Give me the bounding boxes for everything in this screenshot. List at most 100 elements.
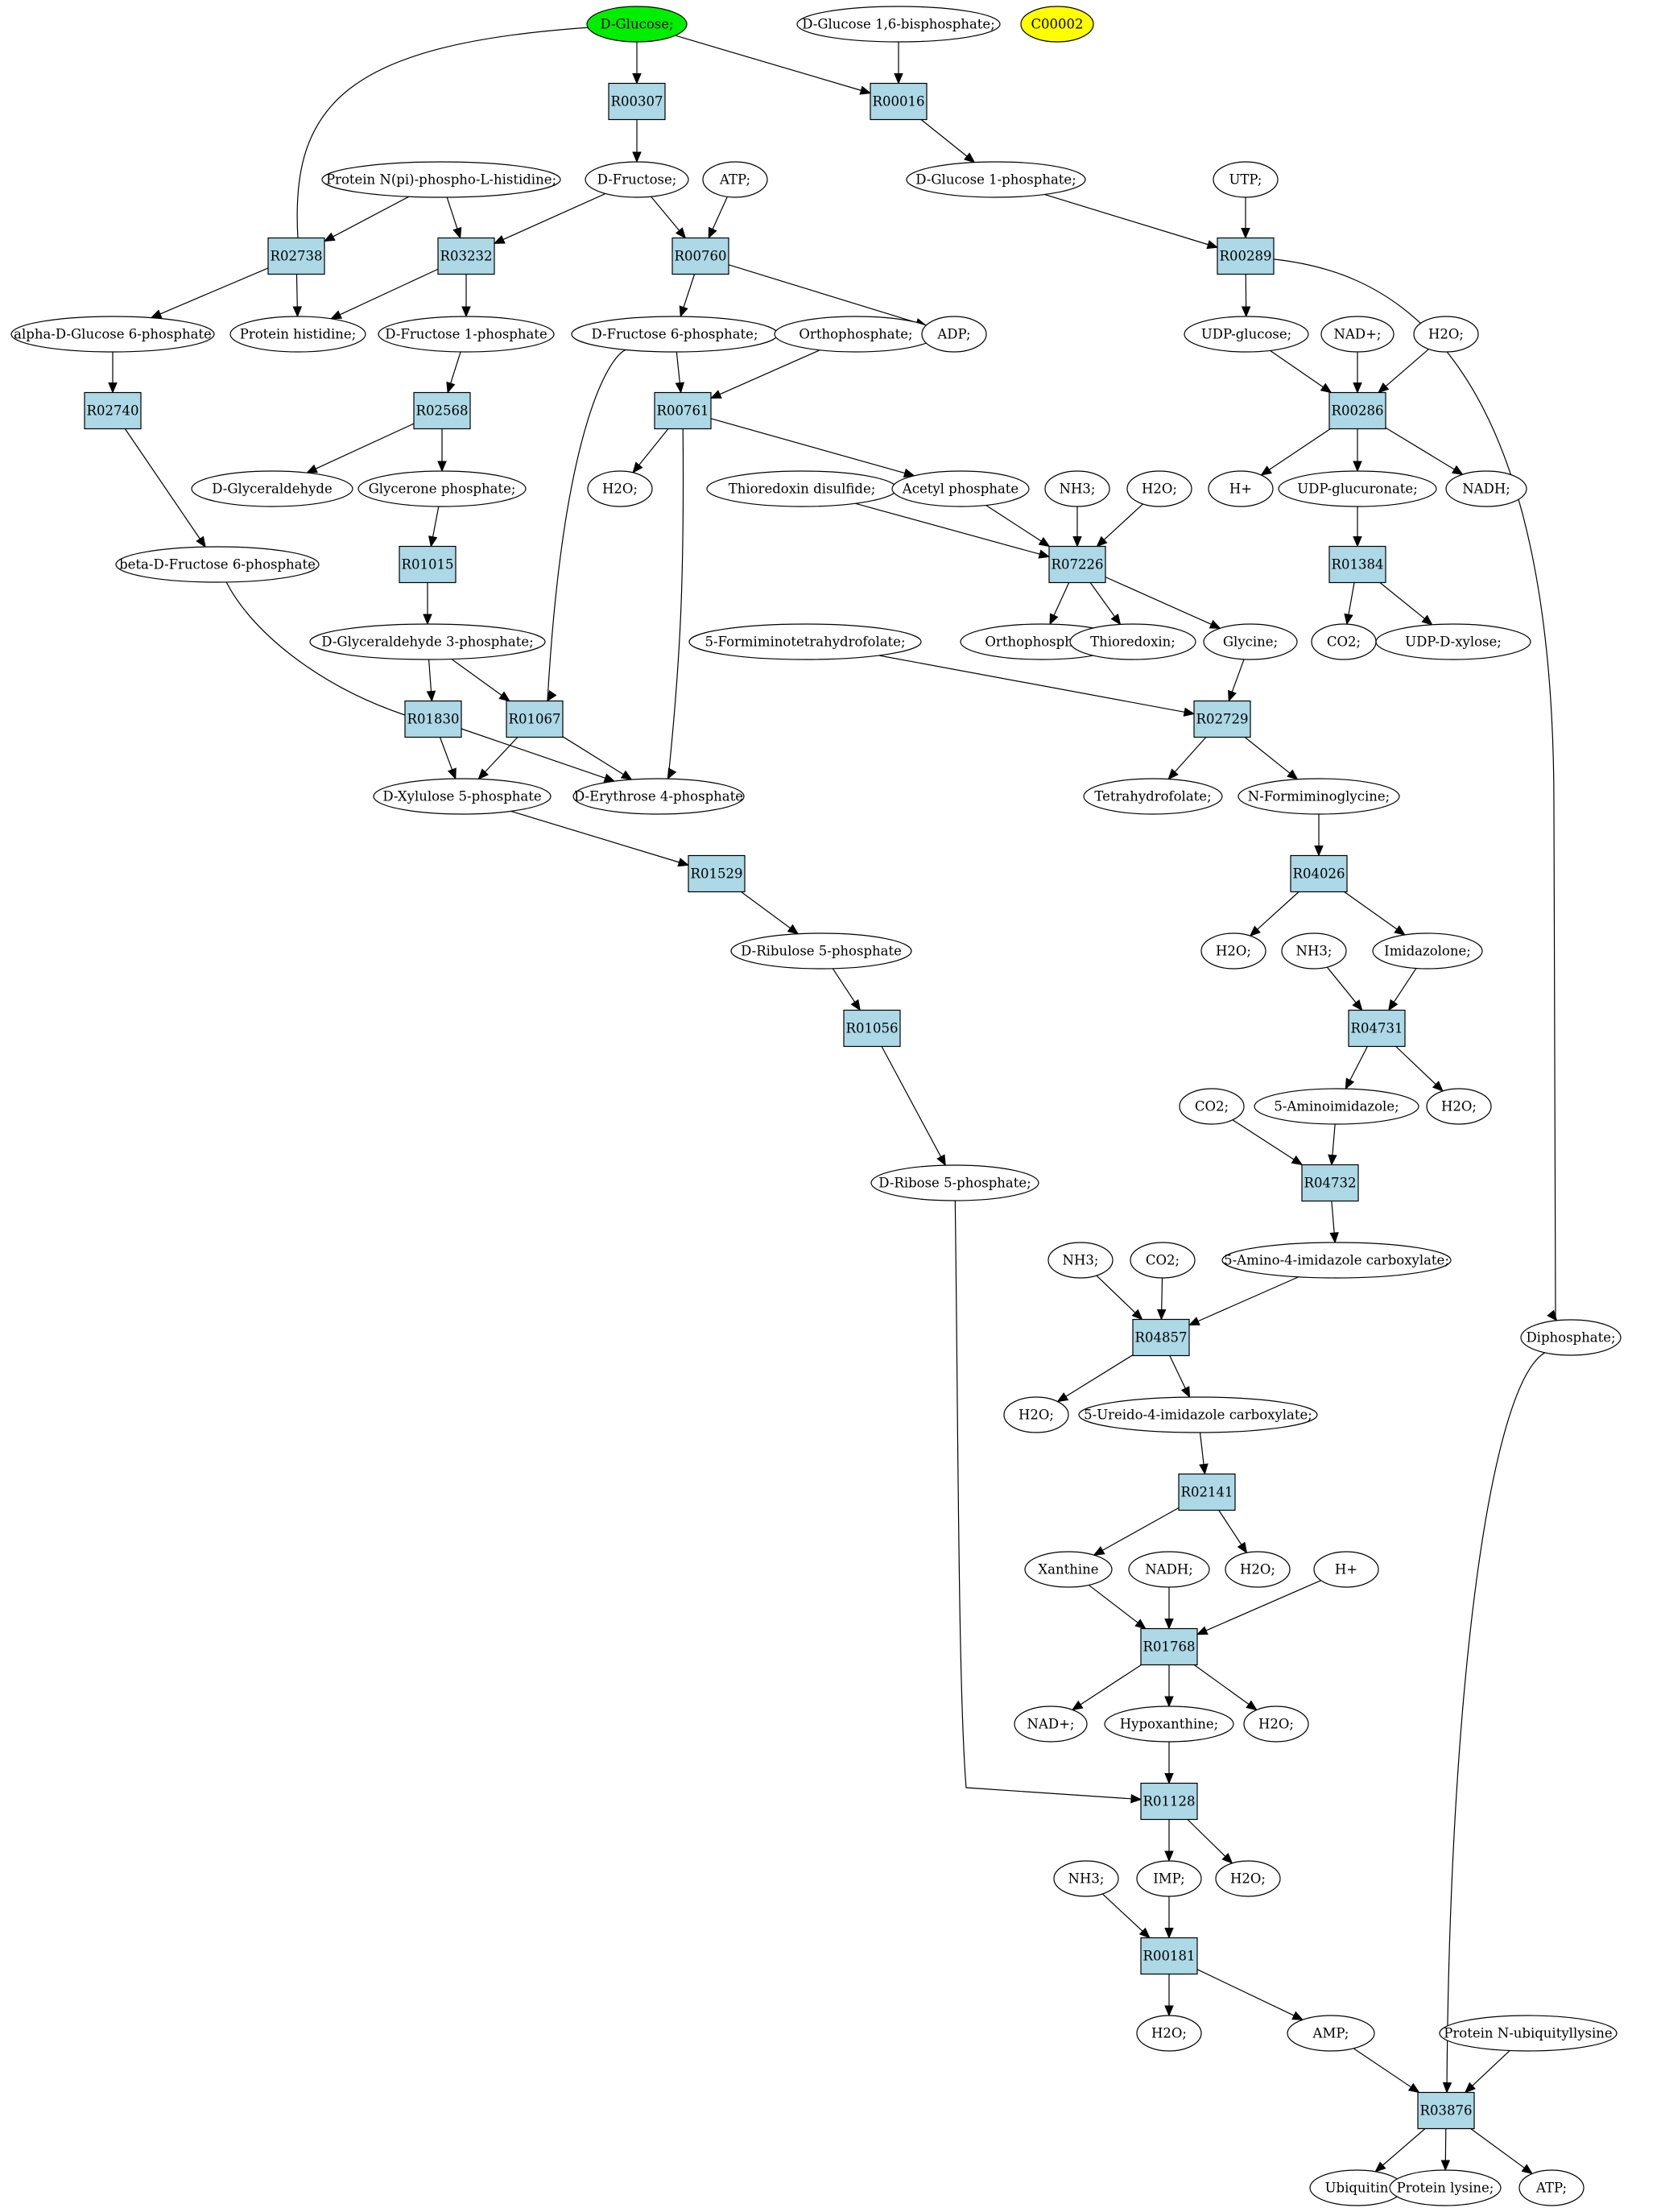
compound-node-co2b[interactable]: CO2; [1179,1088,1245,1125]
reaction-node-r00016[interactable]: R00016 [870,82,928,121]
reaction-node-r04731[interactable]: R04731 [1348,1009,1406,1048]
compound-node-atp2[interactable]: ATP; [1518,2169,1585,2206]
edge-line [428,659,432,692]
compound-node-ubq[interactable]: Ubiquitin [1309,2169,1404,2206]
reaction-node-r02568[interactable]: R02568 [413,391,471,430]
compound-node-uicx[interactable]: 5-Ureido-4-imidazole carboxylate; [1078,1396,1318,1433]
compound-node-glyald[interactable]: D-Glyceraldehyde [191,470,353,507]
compound-node-prothis[interactable]: Protein histidine; [229,316,366,353]
reaction-node-r04732[interactable]: R04732 [1301,1164,1359,1202]
arrowhead-icon [1521,2164,1534,2175]
compound-node-dhap[interactable]: Glycerone phosphate; [357,470,527,507]
compound-node-aiz[interactable]: 5-Aminoimidazole; [1254,1088,1419,1125]
compound-node-h2o3[interactable]: H2O; [1126,470,1192,507]
compound-node-nh3c[interactable]: NH3; [1047,1242,1114,1279]
compound-node-udpxyl[interactable]: UDP-D-xylose; [1375,623,1531,660]
compound-node-c00002[interactable]: C00002 [1020,6,1094,43]
reaction-node-r01830[interactable]: R01830 [404,700,462,738]
compound-node-nh3a[interactable]: NH3; [1044,470,1110,507]
compound-node-gly[interactable]: Glycine; [1203,623,1298,660]
reaction-node-r00289[interactable]: R00289 [1217,237,1275,275]
reaction-node-r04857[interactable]: R04857 [1132,1318,1190,1357]
reaction-node-r01384[interactable]: R01384 [1328,545,1386,584]
compound-node-h2o2[interactable]: H2O; [587,470,653,507]
reaction-node-r01067[interactable]: R01067 [506,700,564,738]
reaction-node-r01529[interactable]: R01529 [688,854,746,893]
compound-node-atp1[interactable]: ATP; [702,161,768,198]
reaction-node-r00761[interactable]: R00761 [654,391,712,430]
compound-node-ag6p[interactable]: alpha-D-Glucose 6-phosphate [10,316,215,353]
reaction-label: R01830 [407,712,460,727]
compound-node-co2a[interactable]: CO2; [1311,623,1377,660]
reaction-node-r02141[interactable]: R02141 [1178,1473,1236,1511]
compound-node-f6p[interactable]: D-Fructose 6-phosphate; [571,316,779,353]
compound-node-h2o8[interactable]: H2O; [1243,1706,1309,1743]
reaction-node-r02738[interactable]: R02738 [267,237,325,275]
reaction-node-r02740[interactable]: R02740 [84,391,142,430]
compound-node-r5p[interactable]: D-Ribose 5-phosphate; [870,1164,1039,1201]
reaction-node-r00181[interactable]: R00181 [1140,1937,1198,1975]
compound-node-glucose[interactable]: D-Glucose; [586,6,688,43]
compound-node-udpglcua[interactable]: UDP-glucuronate; [1278,470,1437,507]
compound-node-hyp[interactable]: Hypoxanthine; [1104,1706,1234,1743]
compound-node-publ[interactable]: Protein N-ubiquityllysine [1439,2015,1618,2052]
compound-node-h2o7[interactable]: H2O; [1225,1551,1291,1588]
compound-node-phis[interactable]: Protein N(pi)-phospho-L-histidine; [321,161,561,198]
reaction-node-r00307[interactable]: R00307 [608,82,666,121]
compound-node-plys[interactable]: Protein lysine; [1389,2169,1502,2206]
compound-node-thf[interactable]: Tetrahydrofolate; [1083,778,1223,815]
compound-node-fthf[interactable]: 5-Formiminotetrahydrofolate; [688,623,922,660]
compound-node-hplus1[interactable]: H+ [1208,470,1274,507]
reaction-node-r01056[interactable]: R01056 [843,1009,901,1048]
reaction-node-r03876[interactable]: R03876 [1417,2091,1475,2130]
compound-node-e4p[interactable]: D-Erythrose 4-phosphate [572,778,745,815]
compound-node-nh3b[interactable]: NH3; [1281,932,1347,970]
compound-node-h2o6[interactable]: H2O; [1003,1396,1069,1433]
compound-node-bf6p[interactable]: beta-D-Fructose 6-phosphate [115,546,320,583]
compound-node-utp1[interactable]: UTP; [1213,161,1279,198]
compound-node-ru5p[interactable]: D-Ribulose 5-phosphate [730,932,912,970]
reaction-node-r07226[interactable]: R07226 [1048,545,1106,584]
compound-node-nadh2[interactable]: NADH; [1128,1551,1210,1588]
compound-node-fru[interactable]: D-Fructose; [585,161,689,198]
compound-node-figly[interactable]: N-Formiminoglycine; [1237,778,1400,815]
compound-node-g16bp[interactable]: D-Glucose 1,6-bisphosphate; [796,6,1001,43]
compound-node-h2o10[interactable]: H2O; [1136,2015,1202,2052]
compound-node-f1p[interactable]: D-Fructose 1-phosphate [378,316,555,353]
reaction-node-r03232[interactable]: R03232 [437,237,495,275]
reaction-node-r02729[interactable]: R02729 [1193,700,1251,738]
compound-node-nadh1[interactable]: NADH; [1445,470,1527,507]
compound-node-trx[interactable]: Thioredoxin; [1069,623,1196,660]
arrowhead-icon [1199,1463,1209,1475]
compound-node-adp[interactable]: ADP; [921,316,987,353]
compound-node-ortho1[interactable]: Orthophosphate; [774,316,938,353]
reaction-node-r01015[interactable]: R01015 [399,545,457,584]
compound-node-xan[interactable]: Xanthine [1024,1551,1113,1588]
reaction-node-r00760[interactable]: R00760 [671,237,729,275]
reaction-node-r04026[interactable]: R04026 [1290,854,1348,893]
compound-node-co2c[interactable]: CO2; [1130,1242,1196,1279]
compound-node-trxss[interactable]: Thioredoxin disulfide; [706,470,898,507]
compound-node-imz[interactable]: Imidazolone; [1372,932,1483,970]
compound-node-g1p[interactable]: D-Glucose 1-phosphate; [906,161,1086,198]
compound-node-h2o5[interactable]: H2O; [1426,1088,1492,1125]
reaction-node-r01128[interactable]: R01128 [1140,1782,1198,1821]
compound-node-nadp1[interactable]: NAD+; [1320,316,1394,353]
compound-node-xu5p[interactable]: D-Xylulose 5-phosphate [373,778,552,815]
compound-node-nh3d[interactable]: NH3; [1053,1860,1119,1897]
compound-node-ga3p[interactable]: D-Glyceraldehyde 3-phosphate; [309,623,546,660]
compound-node-ppi[interactable]: Diphosphate; [1520,1319,1622,1356]
compound-node-udpglc[interactable]: UDP-glucose; [1184,316,1309,353]
reaction-node-r00286[interactable]: R00286 [1328,391,1386,430]
compound-node-h2o4[interactable]: H2O; [1200,932,1266,970]
compound-node-aicx[interactable]: 5-Amino-4-imidazole carboxylate; [1221,1242,1452,1279]
compound-node-acp[interactable]: Acetyl phosphate [891,470,1030,507]
compound-node-nadp2[interactable]: NAD+; [1014,1706,1088,1743]
compound-node-h2o9[interactable]: H2O; [1215,1860,1281,1897]
compound-label: alpha-D-Glucose 6-phosphate [14,327,212,342]
compound-node-imp[interactable]: IMP; [1136,1860,1202,1897]
compound-node-h2o1[interactable]: H2O; [1413,316,1479,353]
reaction-node-r01768[interactable]: R01768 [1140,1627,1198,1666]
compound-node-amp[interactable]: AMP; [1287,2015,1375,2052]
compound-node-hplus2[interactable]: H+ [1313,1551,1379,1588]
